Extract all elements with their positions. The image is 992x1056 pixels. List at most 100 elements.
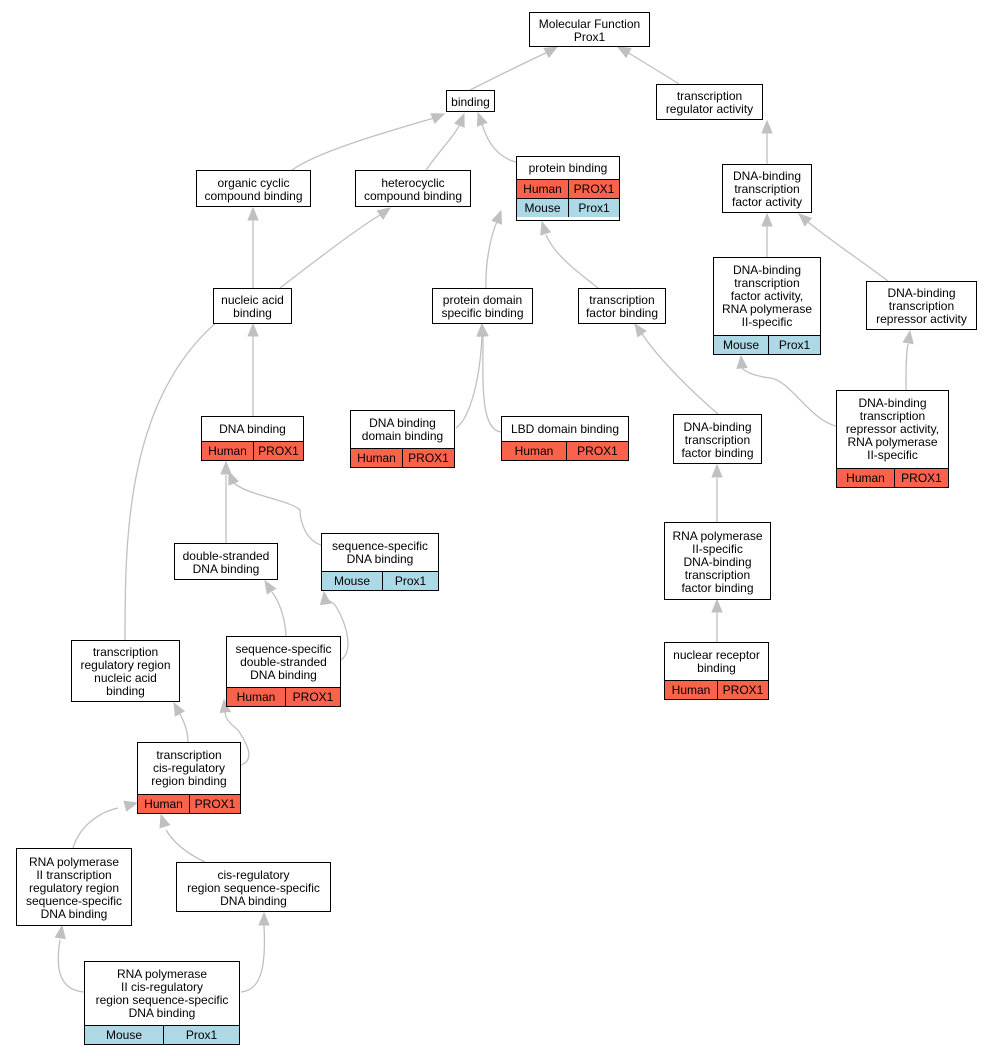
go-term-label: RNA polymerase II transcription regulato…	[25, 854, 123, 921]
arrowhead	[491, 209, 503, 225]
species-cell: Human	[208, 443, 247, 458]
go-term-label: protein domain specific binding	[441, 293, 524, 320]
go-term-node[interactable]: heterocyclic compound binding	[355, 170, 471, 207]
arrowhead	[540, 220, 552, 236]
gene-cell: Prox1	[163, 1026, 239, 1044]
arrowhead	[123, 800, 139, 812]
go-term-node[interactable]: RNA polymerase II-specific DNA-binding t…	[664, 522, 771, 600]
gene-cell: PROX1	[253, 442, 303, 460]
go-term-node[interactable]: double-stranded DNA binding	[174, 543, 278, 580]
arrowhead	[319, 590, 332, 606]
arrowhead	[616, 46, 632, 59]
go-term-label: DNA-binding transcription factor binding	[681, 419, 754, 460]
arrowhead	[454, 112, 465, 128]
go-term-node[interactable]: transcription factor binding	[578, 288, 666, 324]
go-term-node[interactable]: transcription regulator activity	[656, 84, 763, 120]
go-term-label: transcription regulator activity	[665, 89, 754, 116]
go-term-label: transcription factor binding	[585, 293, 659, 320]
go-term-label: DNA-binding transcription factor activit…	[731, 169, 803, 209]
edge-line	[57, 939, 85, 993]
arrowhead	[798, 213, 813, 227]
go-term-node[interactable]: cis-regulatory region sequence-specific …	[176, 862, 331, 912]
arrowhead	[258, 911, 270, 926]
arrowhead	[543, 46, 559, 59]
annotation-row: Human PROX1	[837, 468, 948, 487]
go-term-label: cis-regulatory region sequence-specific …	[187, 867, 320, 908]
go-term-node[interactable]: Molecular Function Prox1	[529, 12, 650, 47]
go-term-node[interactable]: RNA polymerase II cis-regulatory region …	[84, 961, 240, 1045]
arrowhead	[173, 701, 186, 717]
go-term-node[interactable]: DNA-binding transcription repressor acti…	[866, 281, 977, 330]
edge-line	[485, 221, 498, 289]
go-term-label: organic cyclic compound binding	[204, 175, 303, 203]
go-term-node[interactable]: DNA-binding transcription factor activit…	[713, 257, 821, 355]
edge-line	[124, 312, 229, 641]
gene-cell: PROX1	[566, 442, 628, 460]
go-term-label: LBD domain binding	[510, 421, 620, 436]
go-term-node[interactable]: protein domain specific binding	[432, 288, 533, 324]
go-term-node[interactable]: DNA-binding transcription factor activit…	[722, 164, 812, 213]
go-term-node[interactable]: organic cyclic compound binding	[196, 170, 311, 207]
arrowhead	[761, 212, 773, 227]
go-term-label: sequence-specific double-stranded DNA bi…	[235, 641, 332, 682]
go-term-node[interactable]: DNA-binding transcription repressor acti…	[836, 390, 949, 488]
go-term-label: Molecular Function Prox1	[538, 16, 641, 44]
arrowhead	[476, 111, 488, 127]
go-term-node[interactable]: DNA-binding transcription factor binding	[673, 414, 762, 464]
edge-line	[481, 123, 517, 163]
go-term-label: double-stranded DNA binding	[182, 548, 270, 576]
go-term-node[interactable]: transcription regulatory region nucleic …	[71, 640, 180, 702]
go-term-node[interactable]: binding	[446, 90, 495, 112]
edge-line	[455, 335, 483, 429]
go-term-label: transcription cis-regulatory region bind…	[151, 748, 227, 788]
species-cell: Human	[671, 682, 711, 697]
go-term-label: DNA binding	[219, 421, 286, 436]
edge-line	[224, 709, 250, 766]
arrowhead	[761, 119, 773, 134]
go-term-node[interactable]: RNA polymerase II transcription regulato…	[16, 848, 132, 926]
species-cell: Human	[846, 470, 885, 485]
go-term-node[interactable]: transcription cis-regulatory region bind…	[137, 742, 241, 814]
gene-cell: PROX1	[402, 449, 454, 467]
gene-cell: PROX1	[285, 688, 340, 706]
edge-line	[271, 591, 287, 637]
edge-line	[626, 51, 680, 85]
gene-cell: PROX1	[189, 795, 240, 813]
arrowhead	[159, 813, 171, 829]
arrowhead	[247, 322, 259, 337]
edge-line	[545, 234, 599, 289]
annotation-row: Human PROX1	[202, 441, 303, 460]
go-term-node[interactable]: nucleic acid binding	[213, 288, 292, 324]
species-cell: Mouse	[722, 337, 760, 352]
species-cell: Human	[523, 181, 562, 196]
go-term-label: RNA polymerase II cis-regulatory region …	[95, 966, 229, 1020]
gene-cell: PROX1	[894, 469, 948, 487]
arrowhead	[54, 924, 66, 940]
gene-cell: Prox1	[382, 572, 438, 590]
edge-line	[179, 713, 189, 743]
go-term-label: protein binding	[528, 160, 608, 175]
edge-line	[469, 51, 549, 91]
go-term-node[interactable]: sequence-specific double-stranded DNA bi…	[226, 636, 341, 707]
arrowhead	[477, 322, 489, 337]
go-term-label: RNA polymerase II-specific DNA-binding t…	[672, 528, 763, 595]
edge-line	[807, 221, 889, 282]
species-cell: Human	[357, 450, 396, 465]
go-term-label: nucleic acid binding	[221, 293, 284, 320]
go-term-label: DNA-binding transcription repressor acti…	[845, 396, 940, 462]
